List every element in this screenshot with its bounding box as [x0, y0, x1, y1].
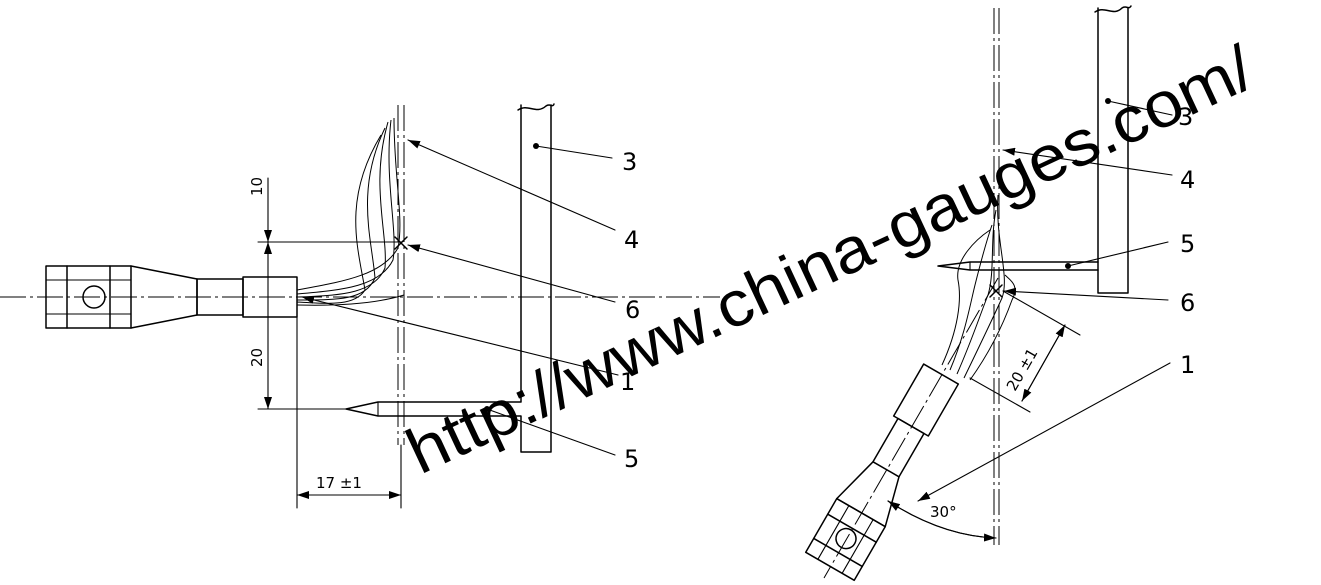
- left-point-6-marker: [394, 236, 408, 250]
- watermark-text: http://www.china-gauges.com/: [395, 31, 1264, 487]
- right-label-6: 6: [1180, 289, 1195, 317]
- left-dimension-20: 20: [248, 348, 266, 367]
- right-dimension-20: 20 ±1: [1003, 345, 1042, 394]
- right-label-1: 1: [1180, 351, 1195, 379]
- right-label-5: 5: [1180, 230, 1195, 258]
- right-leaders: [917, 100, 1173, 502]
- right-vertical-reference: [993, 8, 1000, 545]
- right-dimension-30deg: 30°: [930, 503, 957, 521]
- left-burner: [45, 265, 298, 329]
- right-dimensions: [887, 290, 1081, 542]
- left-label-1: 1: [620, 368, 635, 396]
- left-label-5: 5: [624, 445, 639, 473]
- left-figure: 3 4 6 1 5 10 20 17 ±1: [0, 103, 720, 509]
- right-figure: 3 4 5 6 1 20 ±1 30°: [805, 5, 1195, 582]
- left-dimension-10: 10: [248, 177, 266, 196]
- left-label-6: 6: [625, 296, 640, 324]
- right-flame: [941, 194, 1016, 381]
- right-burner-axis: [823, 277, 999, 579]
- left-dimension-17: 17 ±1: [316, 474, 362, 492]
- right-point-6-marker: [989, 284, 1003, 298]
- right-label-3: 3: [1178, 103, 1193, 131]
- left-dimensions: [257, 177, 403, 509]
- right-burner: [805, 363, 960, 582]
- left-leaders: [301, 139, 619, 456]
- left-label-4: 4: [624, 226, 639, 254]
- left-label-3: 3: [622, 148, 637, 176]
- left-flame: [296, 117, 405, 306]
- right-label-4: 4: [1180, 166, 1195, 194]
- left-vertical-reference: [397, 105, 405, 445]
